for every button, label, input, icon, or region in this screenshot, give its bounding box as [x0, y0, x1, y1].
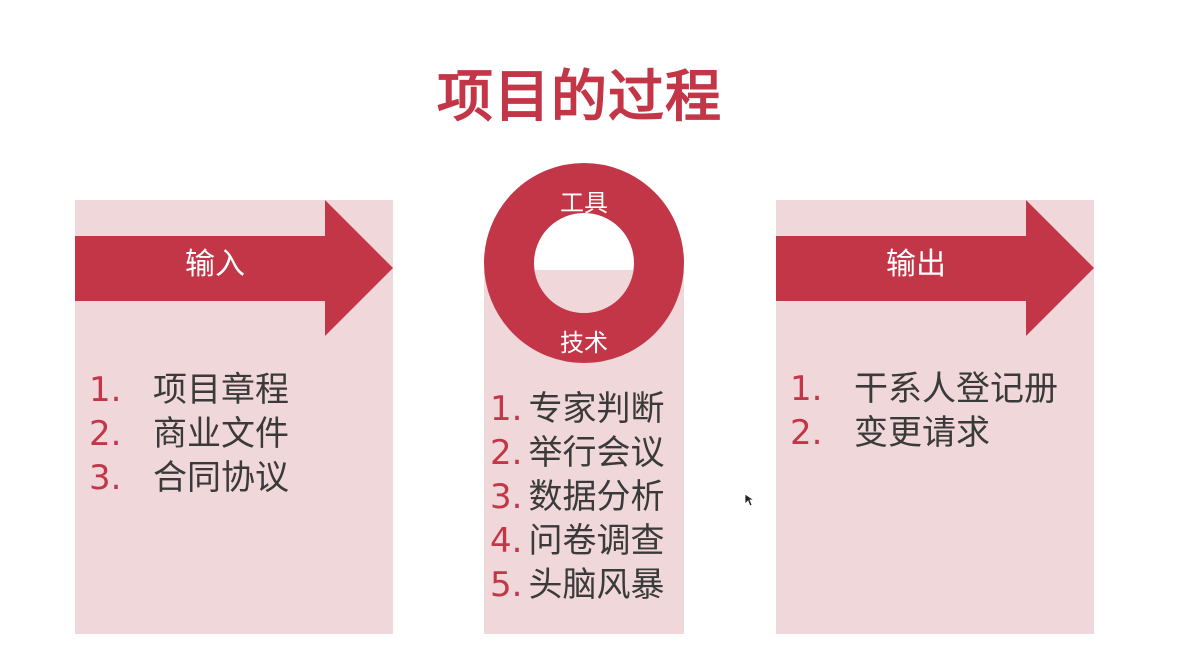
- list-item-number: 1.: [790, 369, 823, 409]
- list-item-text: 专家判断: [528, 389, 665, 429]
- list-item-text: 问卷调查: [528, 521, 665, 561]
- input-panel: 输入 1. 项目章程 2. 商业文件 3. 合同协议: [75, 200, 393, 634]
- list-item-text: 项目章程: [153, 370, 289, 410]
- list-item: 3.数据分析: [490, 475, 664, 519]
- list-item-number: 4.: [490, 521, 523, 561]
- list-item-text: 商业文件: [153, 414, 289, 454]
- list-item-number: 1.: [89, 370, 122, 410]
- list-item: 1. 项目章程: [89, 368, 289, 412]
- list-item-number: 1.: [490, 389, 523, 429]
- list-item: 3. 合同协议: [89, 456, 289, 500]
- list-item: 2. 商业文件: [89, 412, 289, 456]
- list-item-text: 头脑风暴: [528, 565, 665, 605]
- input-label: 输入: [185, 247, 245, 282]
- page-title-text: 项目的过程: [437, 65, 722, 130]
- list-item-text: 数据分析: [528, 477, 665, 517]
- list-item-text: 干系人登记册: [854, 369, 1058, 409]
- input-list: 1. 项目章程 2. 商业文件 3. 合同协议: [89, 368, 289, 500]
- list-item-text: 举行会议: [528, 433, 665, 473]
- list-item-number: 3.: [490, 477, 523, 517]
- list-item-number: 2.: [490, 433, 523, 473]
- output-panel: 输出 1. 干系人登记册 2. 变更请求: [776, 200, 1094, 634]
- output-label: 输出: [886, 247, 946, 282]
- list-item: 2.举行会议: [490, 431, 664, 475]
- list-item: 1. 干系人登记册: [790, 367, 1058, 411]
- list-item-text: 变更请求: [854, 413, 990, 453]
- list-item: 4.问卷调查: [490, 519, 664, 563]
- list-item: 2. 变更请求: [790, 411, 1058, 455]
- list-item-number: 5.: [490, 565, 523, 605]
- techniques-label: 技术: [560, 329, 608, 357]
- tools-list: 1.专家判断 2.举行会议 3.数据分析 4.问卷调查 5.头脑风暴: [490, 387, 664, 607]
- mouse-cursor-icon: [744, 493, 754, 507]
- output-arrow-icon: [776, 200, 1094, 336]
- list-item: 5.头脑风暴: [490, 563, 664, 607]
- list-item-number: 2.: [89, 414, 122, 454]
- tools-panel: 工具 技术 1.专家判断 2.举行会议 3.数据分析 4.问卷调查 5.头脑风暴: [484, 163, 684, 634]
- tools-label: 工具: [560, 189, 608, 217]
- list-item: 1.专家判断: [490, 387, 664, 431]
- list-item-number: 3.: [89, 458, 122, 498]
- list-item-number: 2.: [790, 413, 823, 453]
- tools-ring-icon: [484, 163, 684, 363]
- list-item-text: 合同协议: [153, 458, 289, 498]
- output-list: 1. 干系人登记册 2. 变更请求: [790, 367, 1058, 455]
- input-arrow-icon: [75, 200, 393, 336]
- page-title: 项目的过程: [0, 52, 1187, 133]
